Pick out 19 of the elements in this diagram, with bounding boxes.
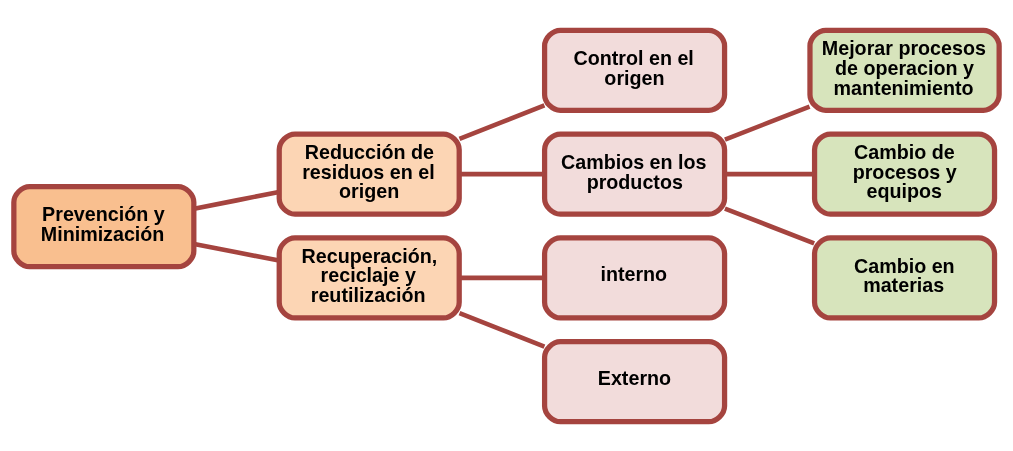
connector xyxy=(193,241,280,263)
connector xyxy=(458,310,546,349)
node-box: interno xyxy=(541,234,728,321)
connector xyxy=(193,189,280,211)
connector xyxy=(724,171,815,176)
node-box: Recuperación, reciclaje y reutilización xyxy=(276,234,462,321)
node-box: Control en el origen xyxy=(541,27,728,113)
node-box: Cambios en los productos xyxy=(541,130,728,217)
connector xyxy=(459,171,545,176)
connector xyxy=(459,275,545,280)
connector xyxy=(724,206,815,245)
node-box: Cambio de procesos y equipos xyxy=(811,130,998,217)
node-box: Prevención y Minimización xyxy=(11,183,197,269)
node-box: Mejorar procesos de operacion y mantenimiento xyxy=(807,27,1002,113)
node-box: Reducción de residuos en el origen xyxy=(276,130,462,217)
connector xyxy=(724,104,811,142)
connector xyxy=(458,102,546,141)
node-box: Externo xyxy=(541,338,728,424)
node-box: Cambio en materias xyxy=(811,234,998,321)
